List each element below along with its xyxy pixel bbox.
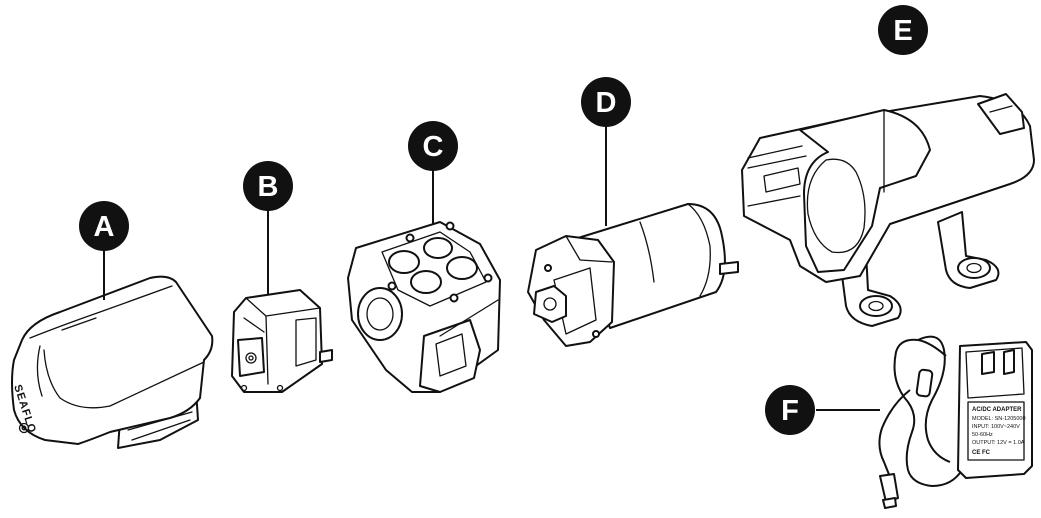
badge-f-letter: F xyxy=(781,395,799,427)
adapter-body xyxy=(957,341,1033,479)
part-b-valve xyxy=(231,289,333,393)
badge-d-letter: D xyxy=(596,87,617,119)
part-d-motor xyxy=(527,203,739,347)
adapter-marks: CE FC xyxy=(972,450,991,456)
chamber-2 xyxy=(423,237,453,259)
port-hole xyxy=(18,422,30,434)
adapter-freq: 50-60Hz xyxy=(972,432,993,438)
badge-a-letter: A xyxy=(94,211,115,243)
adapter-model: MODEL: SN-1205000 xyxy=(972,416,1026,422)
badge-e: E xyxy=(878,5,928,55)
adapter-input: INPUT: 100V~240V xyxy=(972,424,1020,430)
chamber-4 xyxy=(410,270,442,294)
badge-e-letter: E xyxy=(893,15,912,47)
adapter-title: AC/DC ADAPTER xyxy=(972,407,1022,413)
adapter-output: OUTPUT: 12V = 1.0A xyxy=(972,440,1025,446)
inlet-port xyxy=(357,287,403,341)
badge-c: C xyxy=(408,121,458,171)
badge-f: F xyxy=(765,385,815,435)
part-f-adapter: AC/DC ADAPTER MODEL: SN-1205000 INPUT: 1… xyxy=(878,335,1033,509)
part-e-housing xyxy=(741,93,1035,327)
badge-a: A xyxy=(79,201,129,251)
badge-d: D xyxy=(581,77,631,127)
chamber-3 xyxy=(446,256,478,280)
part-c-pump-head xyxy=(347,221,501,393)
badge-b-letter: B xyxy=(258,171,279,203)
badge-b: B xyxy=(243,161,293,211)
part-a-cover: SEAFLO xyxy=(11,275,214,449)
ferrite-bead xyxy=(915,368,934,398)
dc-plug xyxy=(879,473,899,503)
badge-c-letter: C xyxy=(423,131,444,163)
leader-lines xyxy=(103,126,880,411)
chamber-1 xyxy=(388,250,420,274)
